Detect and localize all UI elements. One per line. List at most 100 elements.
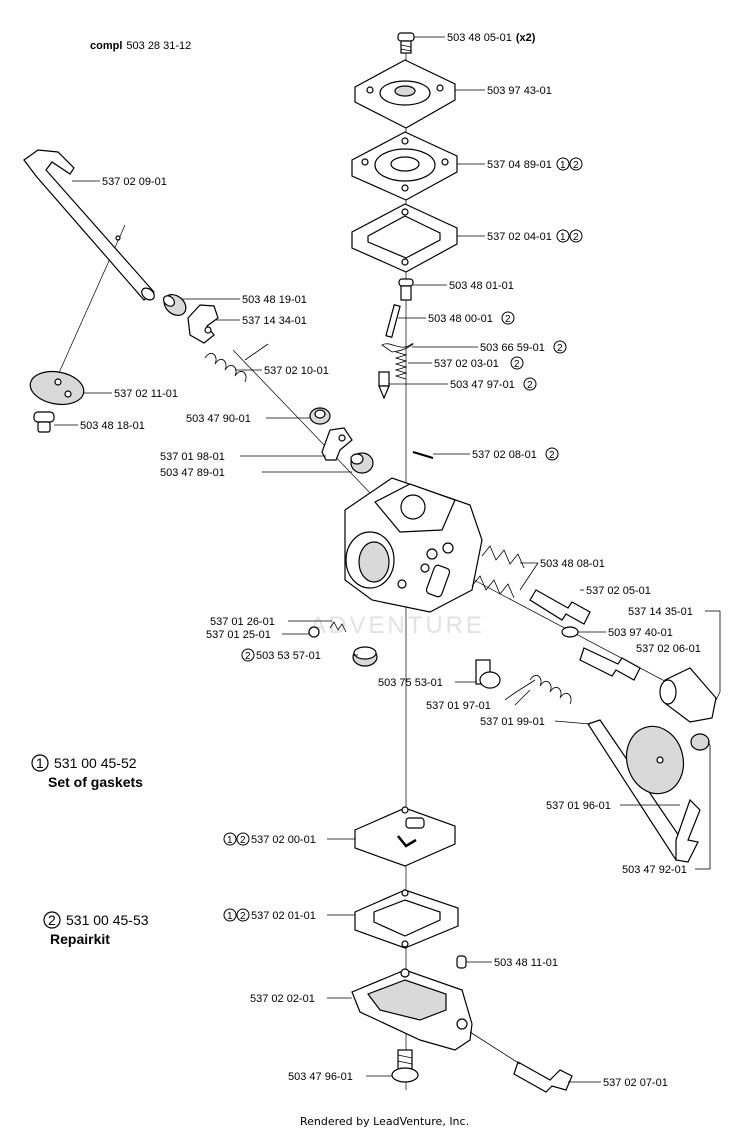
needle-spring [394, 351, 408, 380]
metering-gasket [354, 889, 459, 949]
lever [381, 343, 414, 353]
label-503480501: 503 48 05-01(x2) [447, 32, 536, 44]
svg-text:503 48 00-01: 503 48 00-01 [428, 313, 493, 325]
svg-text:537 02 04-01: 537 02 04-01 [487, 231, 552, 243]
throttle-plate-screw [690, 733, 710, 751]
svg-text:531 00 45-53: 531 00 45-53 [66, 912, 149, 928]
svg-text:537 02 01-01: 537 02 01-01 [251, 910, 316, 922]
choke-shaft [23, 149, 155, 301]
svg-text:2: 2 [557, 343, 563, 354]
svg-text:2: 2 [527, 380, 533, 391]
label-537048901: 537 04 89-01 1 2 [487, 157, 583, 171]
throttle-screw [309, 407, 331, 425]
svg-text:2: 2 [48, 912, 56, 928]
label-503481101: 503 48 11-01 [494, 957, 558, 969]
svg-text:Repairkit: Repairkit [50, 931, 110, 947]
svg-text:2: 2 [240, 835, 246, 846]
screw-top [397, 32, 415, 54]
svg-text:2: 2 [245, 651, 251, 662]
label-537020401: 537 02 04-01 1 2 [487, 229, 583, 243]
label-537019901: 537 01 99-01 [480, 716, 545, 728]
label-537143501: 537 14 35-01 [628, 606, 693, 618]
svg-text:1: 1 [560, 160, 566, 171]
label-537143401: 537 14 34-01 [242, 315, 307, 327]
label-537020101: 1 2 537 02 01-01 [223, 908, 316, 922]
needle-screw [398, 278, 414, 301]
svg-text:537 02 08-01: 537 02 08-01 [472, 449, 537, 461]
label-537020901: 537 02 09-01 [102, 176, 167, 188]
label-503478901: 503 47 89-01 [160, 467, 225, 479]
label-503479001: 503 47 90-01 [186, 413, 251, 425]
small-pin [412, 451, 434, 459]
label-537012601: 537 01 26-01 [210, 616, 275, 628]
label-537019601: 537 01 96-01 [546, 800, 611, 812]
throttle-shaft [587, 719, 701, 863]
svg-text:1: 1 [227, 911, 233, 922]
leader-lines [54, 36, 721, 1083]
svg-text:2: 2 [549, 450, 555, 461]
svg-text:2: 2 [505, 314, 511, 325]
pump-cover [354, 59, 456, 129]
throttle-spring [504, 674, 572, 705]
svg-text:2: 2 [514, 359, 520, 370]
label-503481801: 503 48 18-01 [80, 420, 145, 432]
svg-text:537 04 89-01: 537 04 89-01 [487, 159, 552, 171]
label-503665901: 503 66 59-01 2 [480, 340, 567, 354]
label-503479201: 503 47 92-01 [622, 864, 687, 876]
adjust-springs [471, 545, 525, 599]
label-537012501: 537 01 25-01 [206, 629, 271, 641]
label-537020701: 537 02 07-01 [603, 1077, 668, 1089]
label-503974301: 503 97 43-01 [487, 85, 552, 97]
pump-diaphragm [351, 131, 458, 201]
metering-cover [351, 968, 473, 1051]
kit-2: 2 531 00 45-53 Repairkit [43, 911, 149, 947]
svg-text:2: 2 [573, 160, 579, 171]
ball-spring [308, 621, 347, 638]
adjust-needle-2 [579, 647, 641, 681]
label-503755301: 503 75 53-01 [378, 677, 443, 689]
label-503480101: 503 48 01-01 [449, 280, 514, 292]
cover-pin [456, 955, 467, 969]
kit-1: 1 531 00 45-52 Set of gaskets [31, 754, 143, 790]
inlet-needle [378, 371, 390, 400]
label-503974001: 503 97 40-01 [608, 627, 673, 639]
label-537019801: 537 01 98-01 [160, 451, 225, 463]
label-537020801: 537 02 08-01 2 [472, 447, 559, 461]
svg-text:2: 2 [240, 911, 246, 922]
label-537020601: 537 02 06-01 [636, 643, 701, 655]
washer [561, 626, 579, 638]
svg-text:503 66 59-01: 503 66 59-01 [480, 342, 545, 354]
svg-text:537 02 00-01: 537 02 00-01 [251, 834, 316, 846]
svg-text:531 00 45-52: 531 00 45-52 [54, 755, 137, 771]
label-503535701: 2 503 53 57-01 [241, 648, 321, 662]
throttle-stop [321, 427, 353, 461]
throttle-plate [625, 725, 685, 795]
label-503481901: 503 48 19-01 [242, 294, 307, 306]
svg-text:1: 1 [36, 755, 44, 771]
label-537019701: 537 01 97-01 [426, 700, 491, 712]
carburetor-body [344, 477, 483, 613]
choke-bushing [162, 294, 187, 316]
svg-text:503 47 97-01: 503 47 97-01 [450, 379, 515, 391]
svg-text:1: 1 [227, 835, 233, 846]
label-503479701: 503 47 97-01 2 [450, 377, 537, 391]
watermark: ADVENTURE [310, 612, 485, 639]
pump-gasket [351, 203, 458, 273]
label-503480801: 503 48 08-01 [540, 558, 605, 570]
svg-text:2: 2 [573, 232, 579, 243]
limiter-cap [659, 667, 717, 723]
metering-diaphragm [354, 806, 456, 867]
cover-screw [391, 1049, 419, 1083]
choke-plate [29, 370, 85, 406]
pin [385, 304, 401, 338]
label-537020201: 537 02 02-01 [250, 993, 315, 1005]
adjust-needle-1 [529, 589, 591, 625]
svg-text:Set of gaskets: Set of gaskets [48, 774, 143, 790]
label-503479601: 503 47 96-01 [288, 1071, 353, 1083]
label-537021001: 537 02 10-01 [264, 365, 329, 377]
svg-text:537 02 03-01: 537 02 03-01 [434, 358, 499, 370]
svg-text:1: 1 [560, 232, 566, 243]
bushing-2 [350, 452, 374, 474]
